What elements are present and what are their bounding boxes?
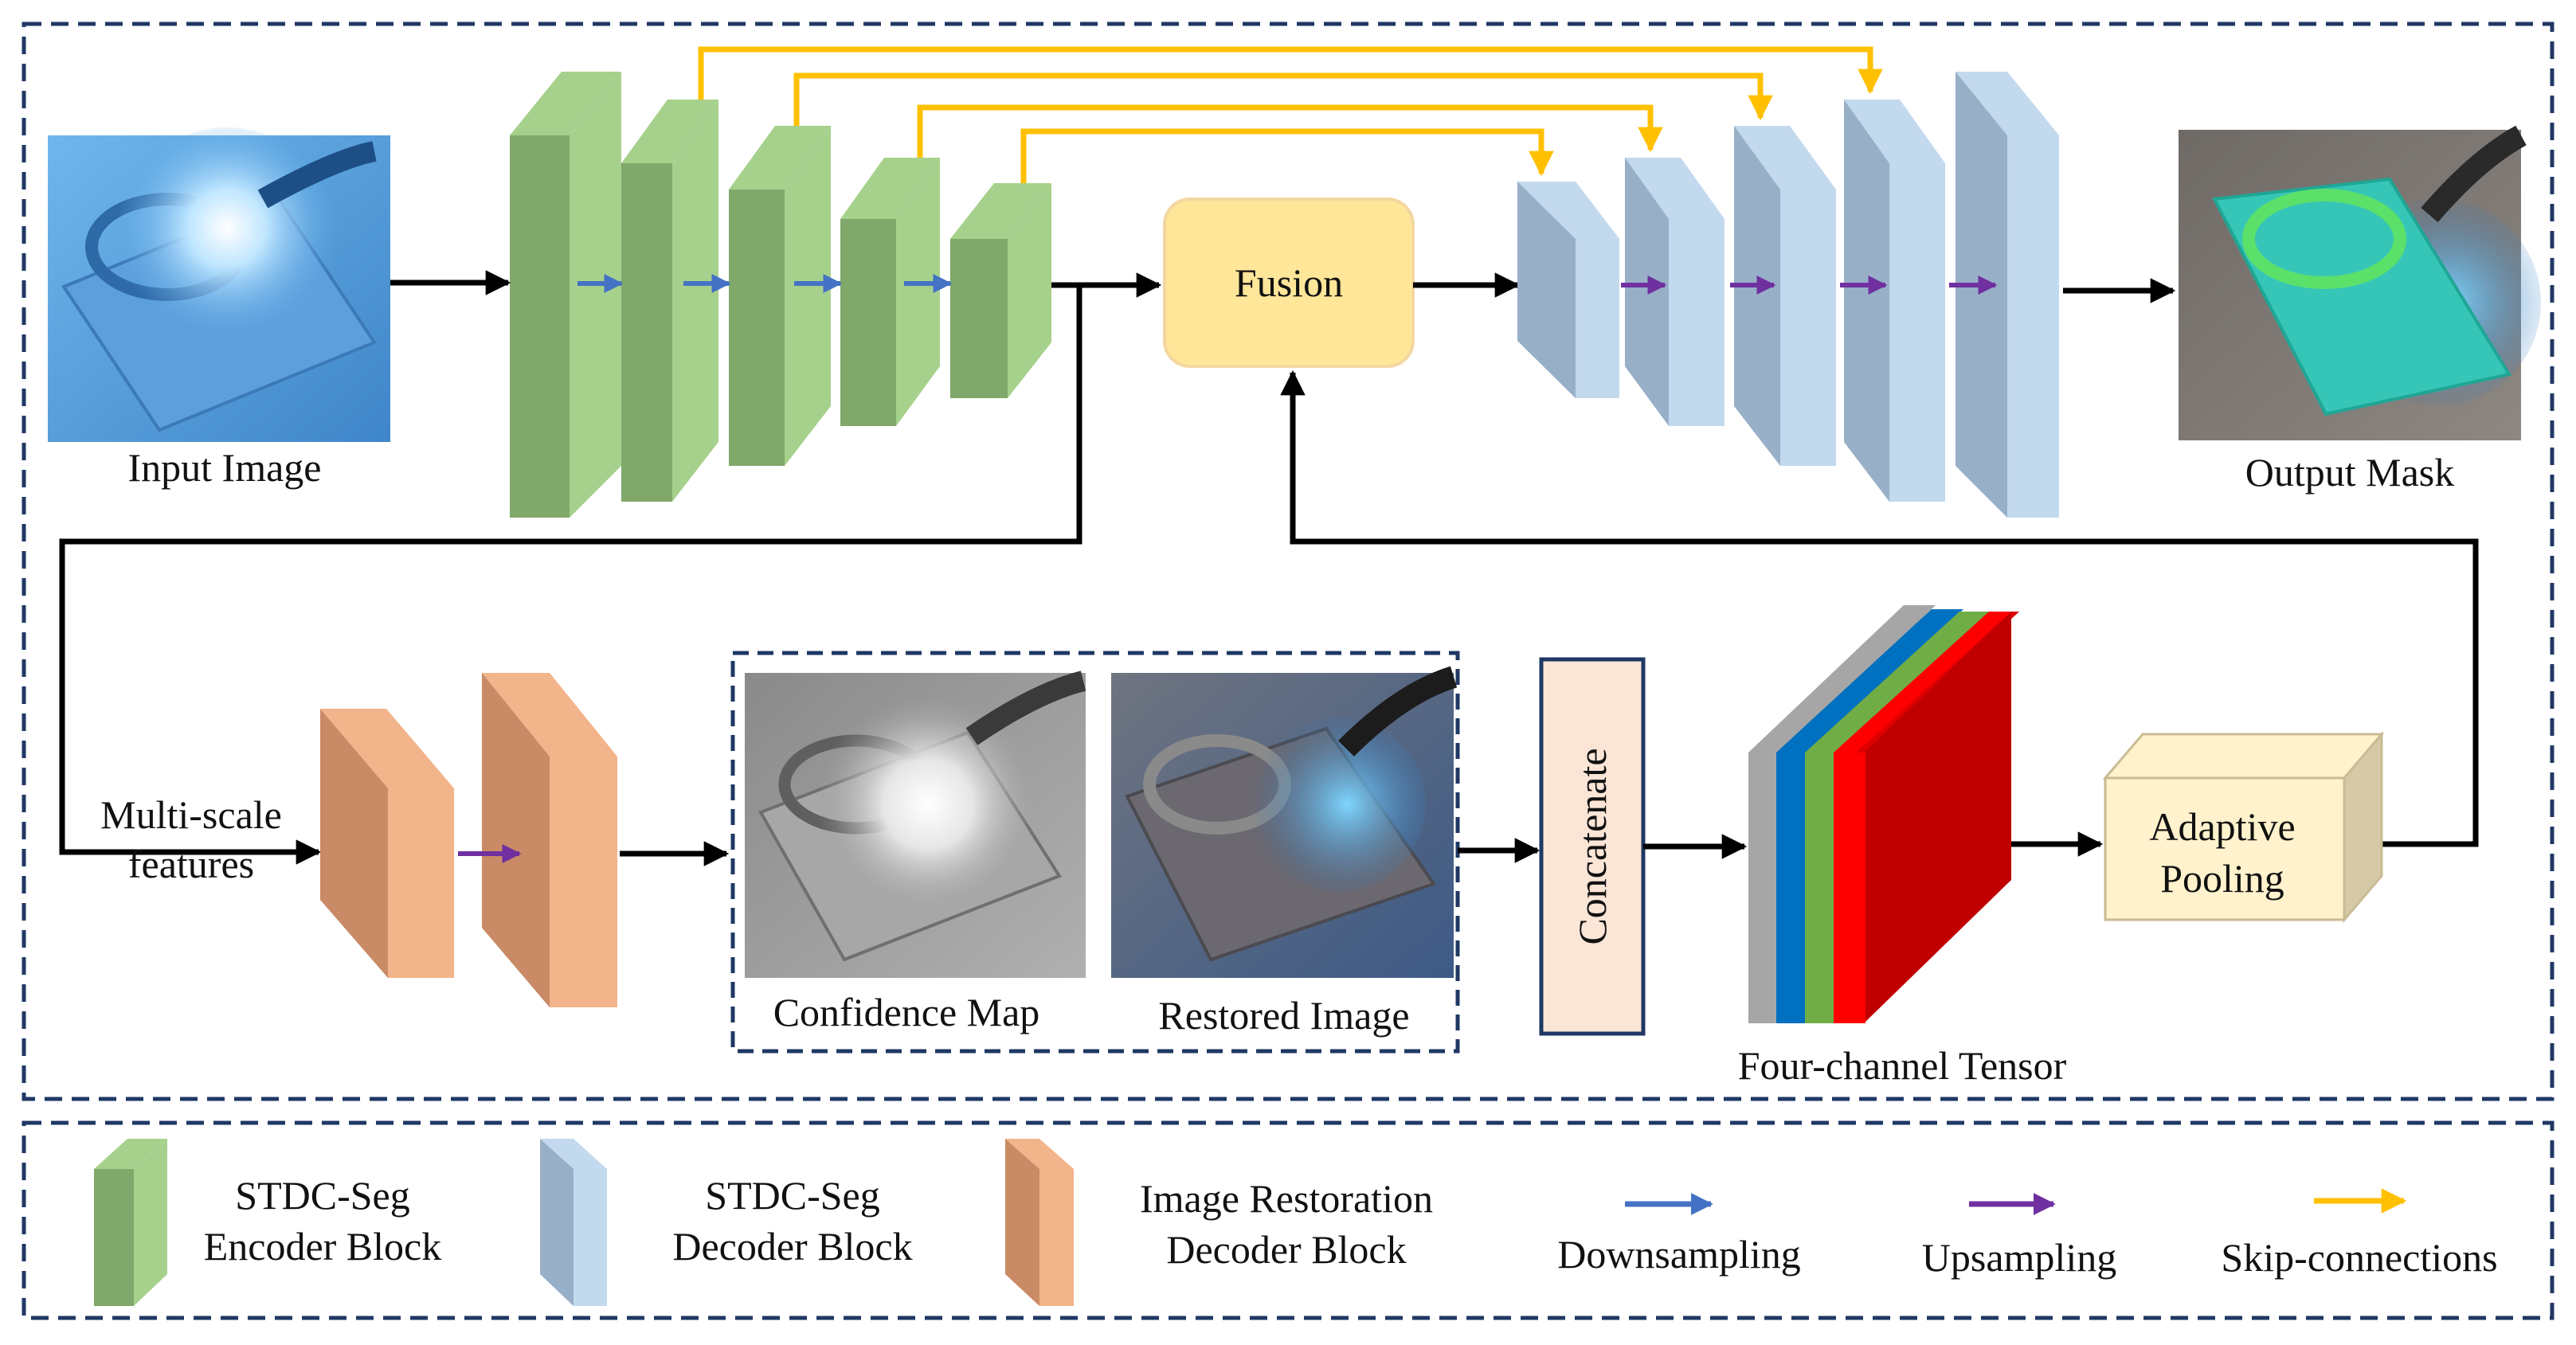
confidence-map-image (745, 671, 1086, 978)
legend-upsampling-label: Upsampling (1922, 1235, 2116, 1280)
main-diagram-frame (22, 22, 2554, 1101)
fusion-label: Fusion (1235, 260, 1343, 305)
adaptive-pooling-label-line1: Adaptive (2149, 804, 2295, 849)
decoder-block-2 (1625, 158, 1725, 426)
restoration-block-2 (482, 673, 617, 1007)
encoder-block-3 (729, 126, 831, 466)
legend-skip-label: Skip-connections (2221, 1235, 2497, 1280)
encoder-block-2 (621, 100, 718, 502)
output-mask-image (2179, 125, 2541, 440)
legend-restoration-swatch (1005, 1139, 1074, 1306)
input-image-label: Input Image (128, 445, 322, 490)
pooling-to-fusion-line (1280, 369, 2479, 847)
decoder-block-3 (1734, 126, 1836, 466)
legend-restoration-line2: Decoder Block (1166, 1227, 1406, 1272)
legend-decoder-swatch (540, 1139, 607, 1306)
legend-encoder-line2: Encoder Block (204, 1224, 442, 1269)
concatenate-box (1539, 657, 1646, 1036)
multiscale-label-line2: features (128, 842, 254, 886)
restoration-block-1 (320, 709, 454, 978)
output-mask-label: Output Mask (2245, 450, 2455, 495)
legend-downsampling-label: Downsampling (1557, 1232, 1801, 1277)
legend-encoder-line1: STDC-Seg (235, 1173, 409, 1218)
decoder-block-1 (1517, 182, 1619, 398)
encoder-block-5 (950, 183, 1051, 398)
restored-image (1111, 666, 1458, 978)
input-image (48, 127, 390, 442)
legend-frame (22, 1120, 2554, 1320)
confidence-map-label: Confidence Map (773, 990, 1040, 1034)
concatenate-label: Concatenate (1570, 748, 1615, 944)
adaptive-pooling-label-line2: Pooling (2160, 856, 2284, 901)
legend-decoder-line1: STDC-Seg (705, 1173, 879, 1218)
multiscale-label-line1: Multi-scale (100, 792, 282, 837)
restored-image-label: Restored Image (1158, 993, 1409, 1038)
legend-restoration-line1: Image Restoration (1140, 1176, 1433, 1221)
adaptive-pooling-box (2102, 730, 2385, 924)
legend-decoder-line2: Decoder Block (672, 1224, 912, 1269)
multiscale-route-line (59, 285, 1082, 865)
four-channel-tensor-label: Four-channel Tensor (1738, 1043, 2067, 1088)
legend-encoder-swatch (94, 1139, 167, 1306)
encoder-block-4 (840, 158, 940, 426)
encoder-block-1 (510, 72, 621, 518)
decoder-block-5 (1955, 72, 2059, 518)
decoder-block-4 (1844, 100, 1945, 502)
four-channel-tensor (1748, 605, 2019, 1023)
skip-connections (698, 46, 1883, 183)
